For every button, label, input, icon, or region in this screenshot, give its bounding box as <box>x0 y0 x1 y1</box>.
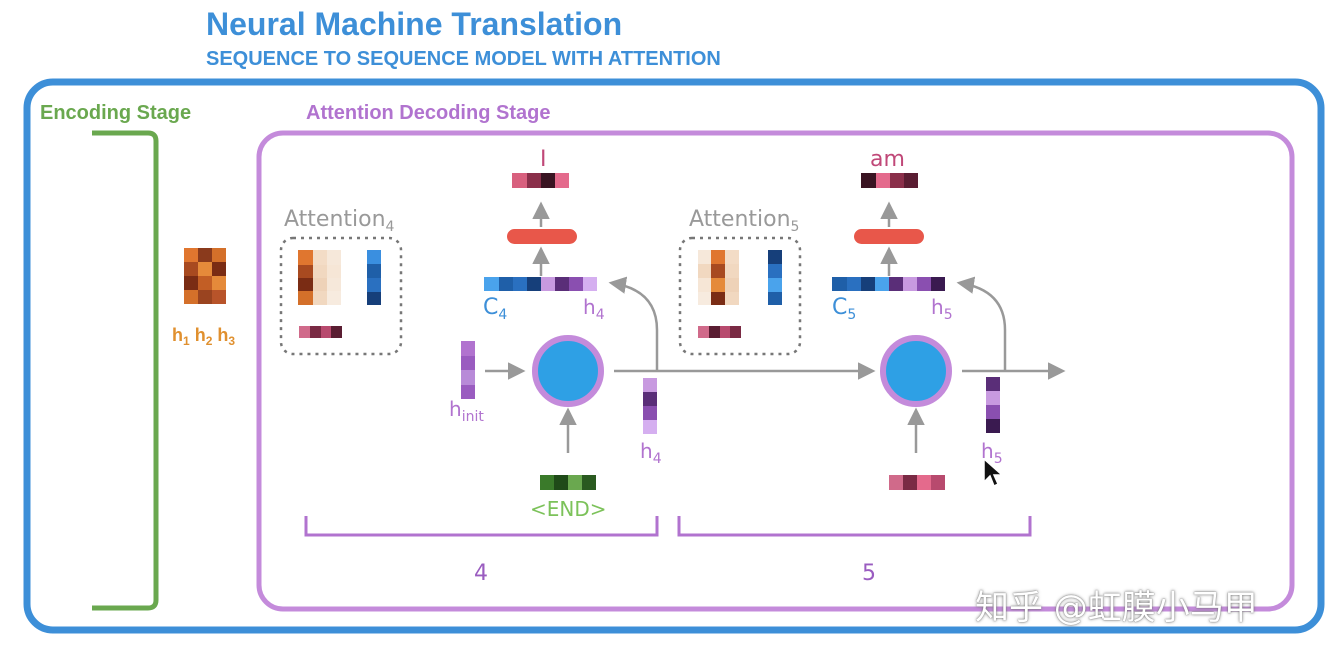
attention-4-weighted-matrix <box>298 250 341 305</box>
step-5-number: 5 <box>862 561 876 586</box>
attention-4-decoder-state <box>299 326 342 338</box>
concat-vector-5 <box>832 277 945 291</box>
watermark: 知乎 @虹膜小马甲 <box>975 588 1258 628</box>
attention-5-box <box>678 236 802 356</box>
mouse-pointer-icon <box>983 458 1003 488</box>
output-vector-4 <box>512 173 569 188</box>
encoding-stage-label: Encoding Stage <box>40 102 191 124</box>
attention-step-5: Attention5 <box>678 207 802 356</box>
context-label-5: C5 <box>832 295 856 323</box>
attention-5-label: Attention5 <box>689 207 799 235</box>
input-token-end: <END> <box>530 497 607 521</box>
hidden-label-5-bottom: h5 <box>981 439 1003 467</box>
encoding-bracket <box>92 130 159 611</box>
arrow-5-curve <box>956 276 1007 370</box>
output-word-5: am <box>870 147 905 172</box>
rnn-cell-5 <box>880 335 952 407</box>
encoder-hidden-states-matrix <box>184 248 226 304</box>
arrow-4-curve <box>608 276 659 370</box>
page-title: Neural Machine Translation <box>206 6 623 42</box>
output-vector-5 <box>861 173 918 188</box>
step-4-number: 4 <box>474 561 488 586</box>
context-label-4: C4 <box>483 295 507 323</box>
hidden-label-4-bottom: h4 <box>640 439 662 467</box>
input-vector-end <box>540 475 596 490</box>
hidden-label-4-top: h4 <box>583 295 605 323</box>
outer-frame <box>23 78 1325 634</box>
ffn-layer-5 <box>854 229 924 244</box>
page-subtitle: SEQUENCE TO SEQUENCE MODEL WITH ATTENTIO… <box>206 48 721 70</box>
attention-5-context-vector <box>768 250 782 305</box>
h-init-vector <box>461 341 475 399</box>
attention-step-4: Attention4 <box>279 207 403 356</box>
hidden-label-5-top: h5 <box>931 295 953 323</box>
decoding-stage-label: Attention Decoding Stage <box>306 102 550 124</box>
decoding-frame <box>256 130 1295 612</box>
h-init-label: hinit <box>449 397 484 425</box>
attention-4-context-vector <box>367 250 381 305</box>
attention-5-weighted-matrix <box>698 250 739 305</box>
input-vector-5 <box>889 475 945 490</box>
concat-vector-4 <box>484 277 597 291</box>
ffn-layer-4 <box>507 229 577 244</box>
rnn-cell-4 <box>532 335 604 407</box>
hidden-vector-5 <box>986 377 1000 433</box>
attention-4-box <box>279 236 403 356</box>
output-word-4: I <box>540 147 547 172</box>
encoder-hidden-states-label: h1 h2 h3 <box>172 325 235 348</box>
step-4-bracket <box>304 516 659 537</box>
step-5-bracket <box>677 516 1032 537</box>
attention-5-decoder-state <box>698 326 741 338</box>
hidden-vector-4 <box>643 378 657 434</box>
attention-4-label: Attention4 <box>284 207 395 235</box>
